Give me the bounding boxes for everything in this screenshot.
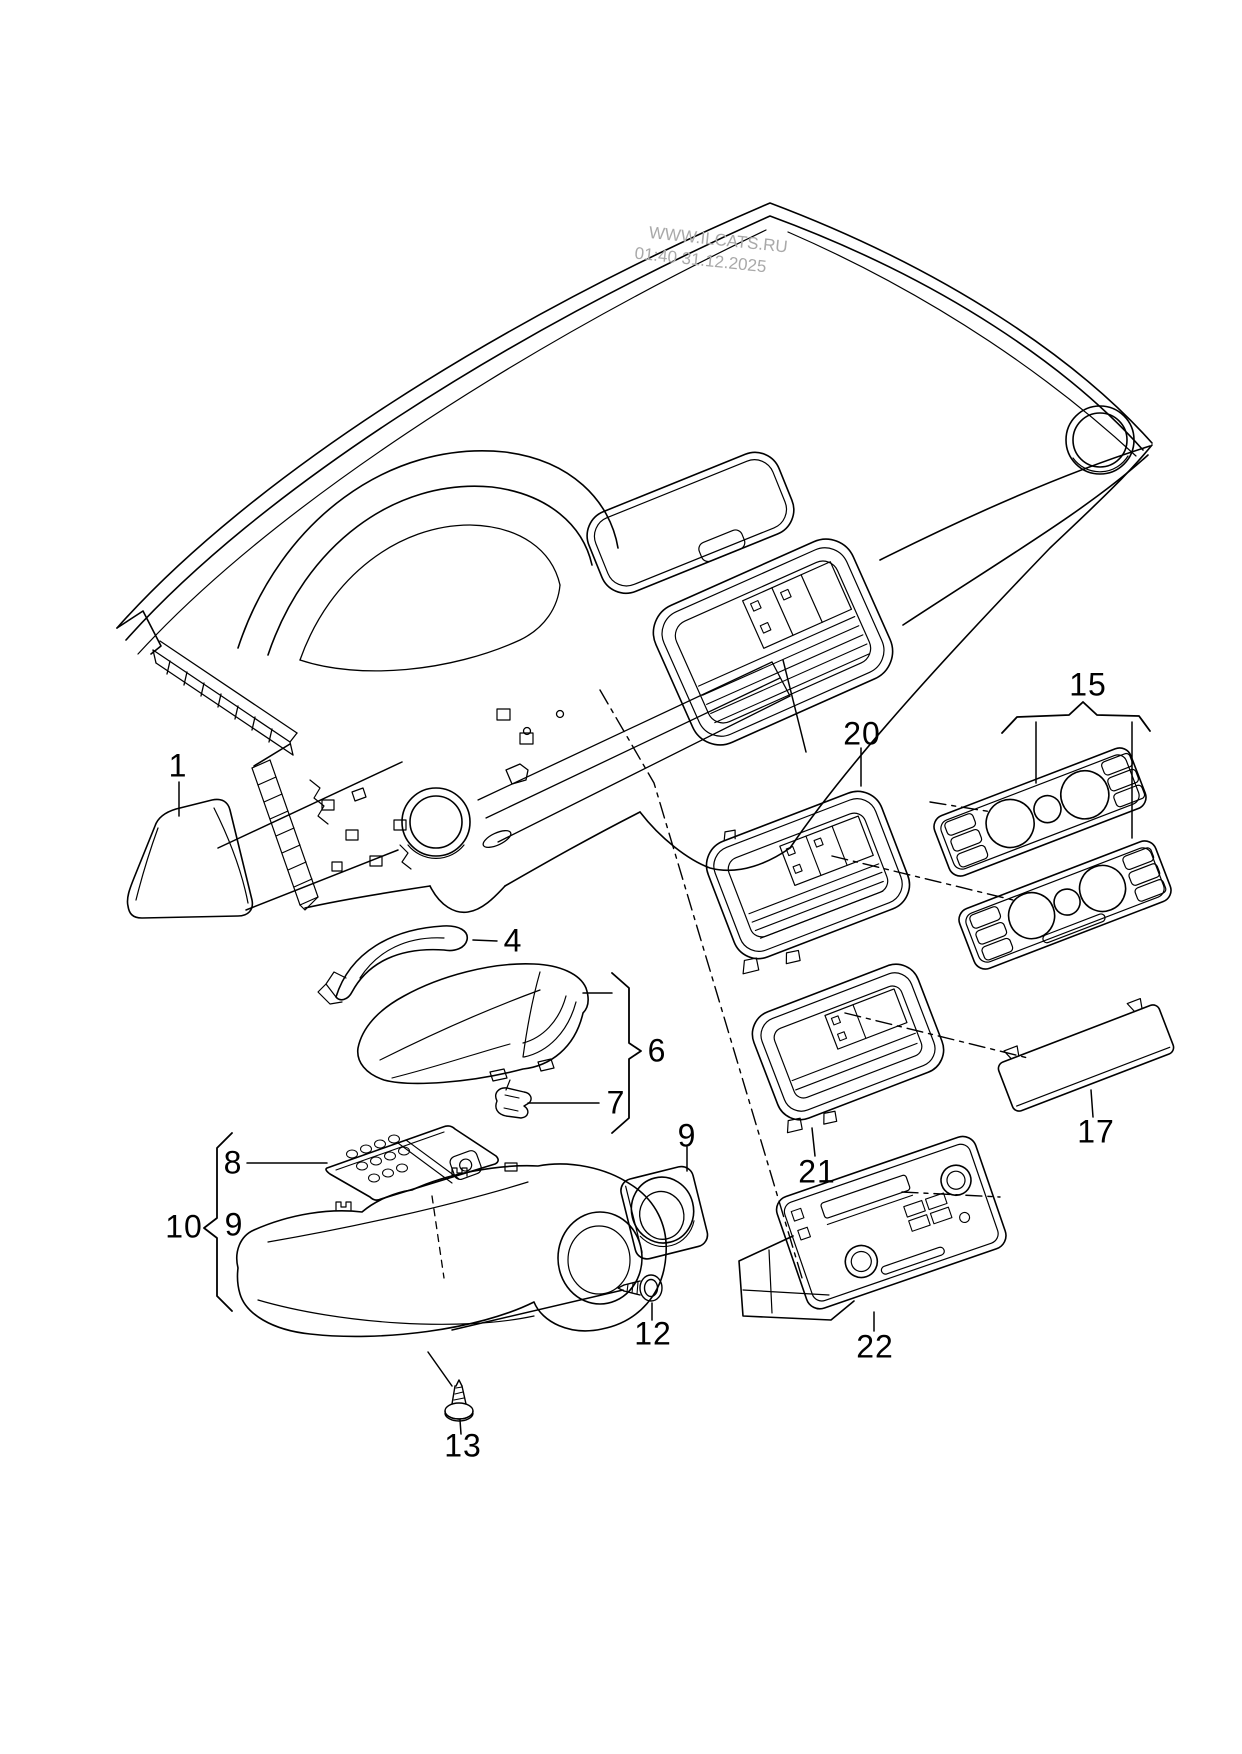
- callout-7: 7: [606, 1084, 626, 1121]
- radio-chassis: [738, 1235, 855, 1321]
- callout-9-group: 9: [224, 1206, 244, 1243]
- dash-lower-edge: [304, 444, 1153, 914]
- callout-20: 20: [843, 715, 881, 752]
- part-4-column-cover-upper: [317, 925, 468, 1005]
- callout-17: 17: [1077, 1113, 1115, 1150]
- callout-10: 10: [165, 1208, 203, 1245]
- part-22-radio-trim: [738, 1135, 1007, 1321]
- part-15-control-panel-upper: [933, 747, 1147, 877]
- callout-21: 21: [798, 1153, 836, 1190]
- callout-6: 6: [647, 1032, 667, 1069]
- part-6-column-cover-lower: [357, 963, 589, 1091]
- column-mount-clips: [309, 779, 412, 872]
- dash-center-vent: [652, 538, 894, 746]
- defroster-band: [152, 640, 298, 756]
- callout-12: 12: [634, 1315, 672, 1352]
- left-round-vent: [401, 787, 471, 859]
- part-20-air-vent: [705, 790, 911, 975]
- bracket-15: [1001, 701, 1151, 734]
- part-13-screw: [444, 1379, 474, 1422]
- callout-1: 1: [168, 747, 188, 784]
- bracket-6: [611, 972, 642, 1134]
- glovebox-rails: [477, 661, 791, 849]
- callout-15: 15: [1069, 666, 1107, 703]
- part-9-bezel: [620, 1165, 709, 1260]
- group-brackets: [203, 701, 1151, 1312]
- part-8-switch-insert: [325, 1125, 499, 1201]
- part-17-blank-plate: [997, 997, 1175, 1112]
- axis-lines: [599, 689, 1029, 1279]
- part-10-knee-trim: [236, 1162, 667, 1338]
- part-15-control-panel-lower: [958, 840, 1172, 970]
- serrated-end-strip: [251, 759, 319, 911]
- part-7-clamp: [495, 1087, 532, 1119]
- callout-4: 4: [503, 922, 523, 959]
- dashboard-body: [116, 202, 1153, 914]
- part-21-vent-frame: [751, 963, 945, 1134]
- callout-13: 13: [444, 1427, 482, 1464]
- right-round-vent: [1065, 405, 1135, 475]
- part-1-end-cap: [126, 798, 254, 919]
- callout-9-bezel: 9: [677, 1117, 697, 1154]
- callout-22: 22: [856, 1328, 894, 1365]
- bracket-10: [203, 1132, 233, 1312]
- cluster-hood: [237, 450, 619, 672]
- storage-tray: [586, 451, 795, 595]
- leader-lines: [178, 659, 1133, 1435]
- callout-8: 8: [223, 1144, 243, 1181]
